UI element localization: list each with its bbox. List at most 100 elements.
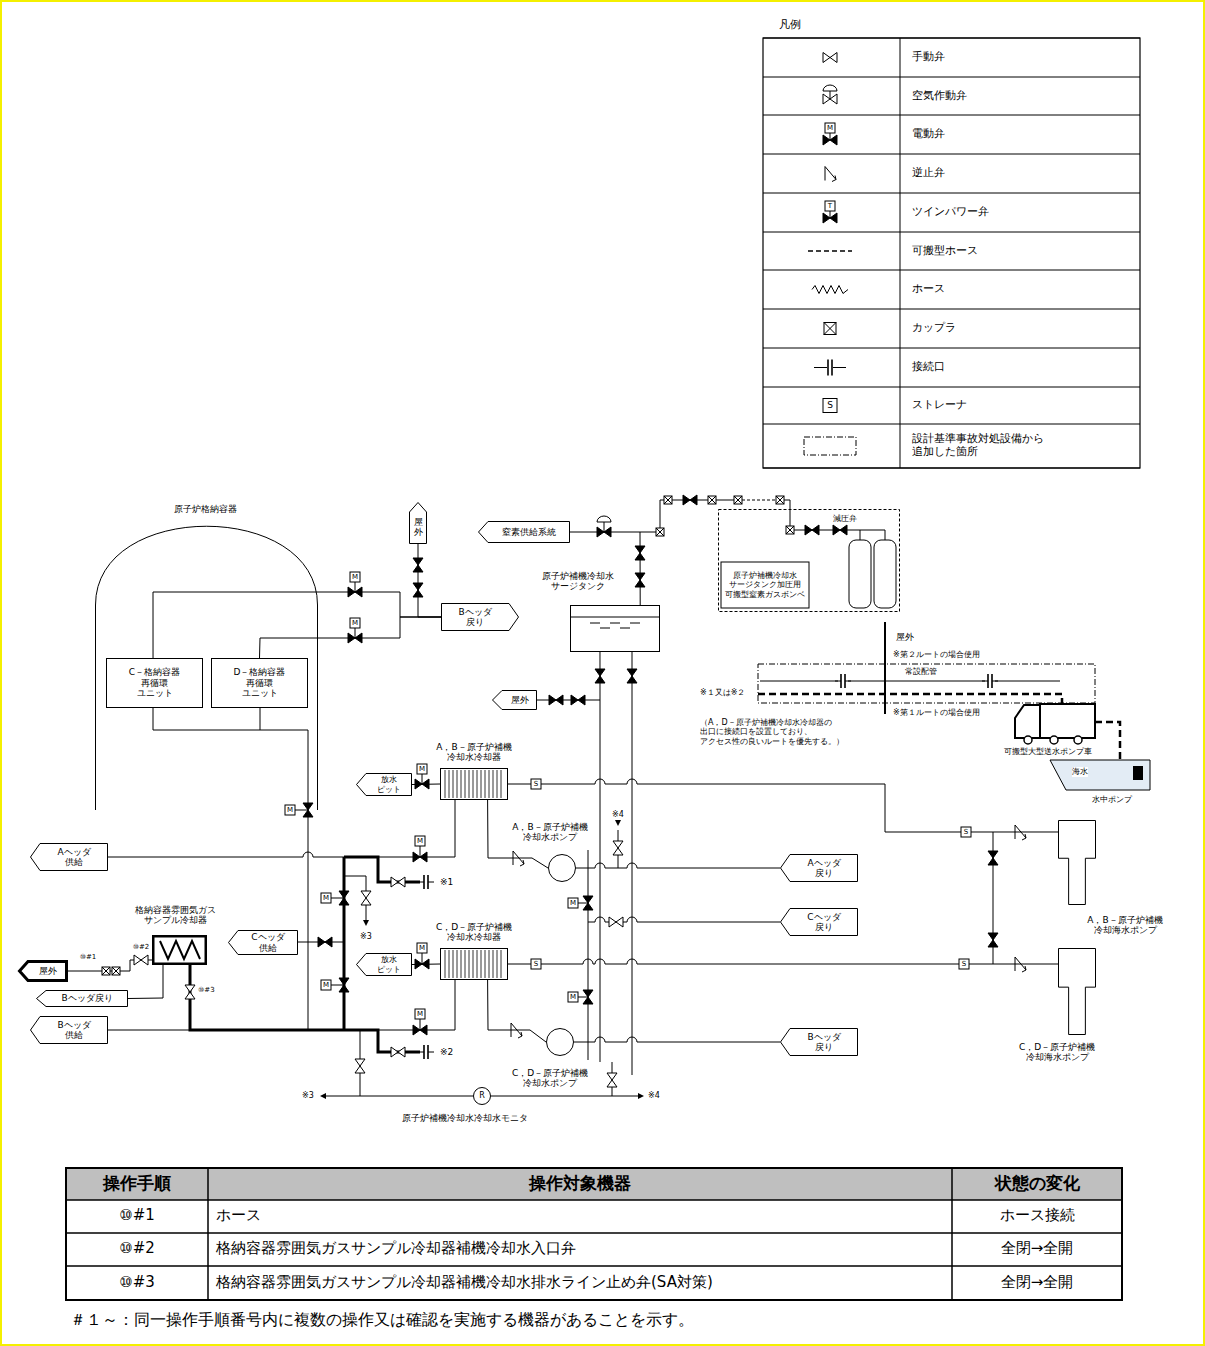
- pipe-connector: [128, 965, 163, 999]
- valve-symbol: [348, 633, 362, 643]
- node-text: Cヘッダ 戻り: [803, 912, 845, 933]
- callout-number: ※3: [302, 1091, 314, 1100]
- pipe: [308, 730, 309, 1030]
- pipe: [588, 850, 589, 1060]
- diagram-note: 可搬型大型送水ポンプ車: [1004, 747, 1092, 756]
- truck-wheel: [1024, 736, 1032, 744]
- valve-symbol: [823, 135, 837, 145]
- node-heading: 原子炉補機冷却水冷却水モニタ: [402, 1113, 528, 1123]
- symbol-letter: M: [417, 838, 423, 845]
- truck-cab: [1015, 705, 1040, 738]
- gas-cylinder: [874, 540, 896, 608]
- outdoor-arrow: 屋外: [492, 690, 537, 710]
- node-text: Bヘッダ 戻り: [454, 607, 496, 628]
- valve-symbol: [597, 527, 611, 537]
- table-rule: [207, 1168, 209, 1300]
- header-arrow: Bヘッダ 戻り: [780, 1028, 858, 1056]
- symbol-letter: M: [352, 620, 358, 627]
- symbol-letter: S: [962, 961, 966, 968]
- pump-circle-shape: [548, 854, 576, 882]
- table-header-cell: 操作対象機器: [529, 1174, 631, 1194]
- outdoor-arrow: 屋外: [18, 960, 68, 982]
- check-valve: [1015, 825, 1016, 839]
- valve-symbol: [134, 955, 148, 965]
- pipe: [664, 500, 734, 501]
- coupler-cross: [112, 967, 120, 975]
- table-header-fill: [66, 1168, 1122, 1200]
- table-cell: 格納容器雰囲気ガスサンプル冷却器補機冷却水排水ライン止め弁(SA対策): [216, 1274, 713, 1291]
- symbol-letter: M: [417, 1011, 423, 1018]
- table-rule: [66, 1265, 1122, 1267]
- table-cell: ホース: [216, 1207, 261, 1224]
- pipe: [418, 1052, 424, 1053]
- valve-symbol: [583, 896, 593, 910]
- legend-heading: 凡例: [779, 19, 801, 32]
- header-arrow: Cヘッダ 戻り: [780, 908, 858, 936]
- pipe: [640, 532, 656, 533]
- valve-symbol: [355, 1059, 365, 1073]
- diagram-note: （A，D－原子炉補機冷却水冷却器の 出口に接続口を設置しており、 アクセス性の良…: [700, 718, 882, 746]
- node-heading: C，D－原子炉補機 冷却海水ポンプ: [1011, 1042, 1103, 1063]
- check-arrow: [1022, 966, 1026, 972]
- node-text: 放水 ピット: [374, 955, 404, 973]
- heat-exchanger: A，B－原子炉補機 冷却水冷却器: [440, 768, 508, 800]
- seawater-pump-shape: [1058, 820, 1096, 905]
- valve-symbol: [635, 573, 645, 587]
- coupler-cross: [734, 496, 742, 504]
- valve-symbol: [609, 917, 623, 927]
- node-text: 屋外: [511, 695, 529, 705]
- legend-text: 空気作動弁: [912, 90, 1102, 103]
- motor-box: [415, 836, 425, 846]
- pump-circle-shape: [546, 1028, 574, 1056]
- truck-wheel: [1074, 736, 1082, 744]
- diagram-note: 屋外: [896, 632, 914, 642]
- legend-rule: [763, 115, 1140, 116]
- pipe-connector: [508, 784, 1058, 832]
- pipe: [428, 1052, 434, 1053]
- connector-bar: [827, 360, 829, 376]
- check-valve: [511, 1023, 522, 1036]
- pipe: [418, 882, 424, 883]
- legend-rule: [763, 309, 1140, 310]
- callout-number: ※4: [648, 1091, 660, 1100]
- callout-number: ※2: [440, 1047, 453, 1057]
- strainer-box: [823, 399, 837, 413]
- legend-rule: [763, 193, 1140, 194]
- header-arrow: Bヘッダ戻り: [36, 990, 128, 1007]
- coupler-cross: [824, 323, 836, 335]
- check-valve: [511, 1023, 512, 1037]
- coupler-cross: [112, 967, 120, 975]
- pipe: [491, 1096, 640, 1097]
- symbol-letter: M: [352, 574, 358, 581]
- table-header-cell: 操作手順: [103, 1174, 171, 1194]
- nitrogen-supply-arrow: 窒素供給系統: [478, 521, 570, 543]
- callout-number: ※1: [440, 877, 453, 887]
- node-heading: 原子炉格納容器: [174, 504, 237, 514]
- pipe: [835, 681, 841, 682]
- pipe: [860, 530, 885, 540]
- valve-symbol: [391, 877, 405, 887]
- valve-symbol: [318, 937, 332, 947]
- node-text: Aヘッダ 戻り: [803, 858, 845, 879]
- pipe-connector: [576, 868, 780, 869]
- valve-symbol: [303, 803, 313, 817]
- valve-symbol: [413, 1025, 427, 1035]
- valve-symbol: [413, 558, 423, 572]
- legend-rule: [763, 77, 1140, 78]
- valve-symbol: [683, 495, 697, 505]
- legend-text: 設計基準事故対処設備から 追加した箇所: [912, 433, 1102, 458]
- monitor-circle: R原子炉補機冷却水冷却水モニタ: [473, 1087, 491, 1105]
- portable-hose: [1095, 722, 1120, 760]
- coupler-symbol: [102, 967, 110, 975]
- heat-exchanger-shape: [440, 768, 508, 800]
- check-arrow: [520, 860, 524, 866]
- symbol-letter: S: [534, 961, 538, 968]
- diagram-note: ※１又は※２: [700, 688, 745, 697]
- diagram-note: ※第１ルートの場合使用: [893, 708, 980, 717]
- coupler-cross: [708, 496, 716, 504]
- node-text: Bヘッダ 戻り: [803, 1032, 845, 1053]
- check-valve: [513, 851, 524, 864]
- legend-text: ツインパワー弁: [912, 206, 1102, 219]
- coupler-symbol: [112, 967, 120, 975]
- legend-text: ホース: [912, 283, 1102, 296]
